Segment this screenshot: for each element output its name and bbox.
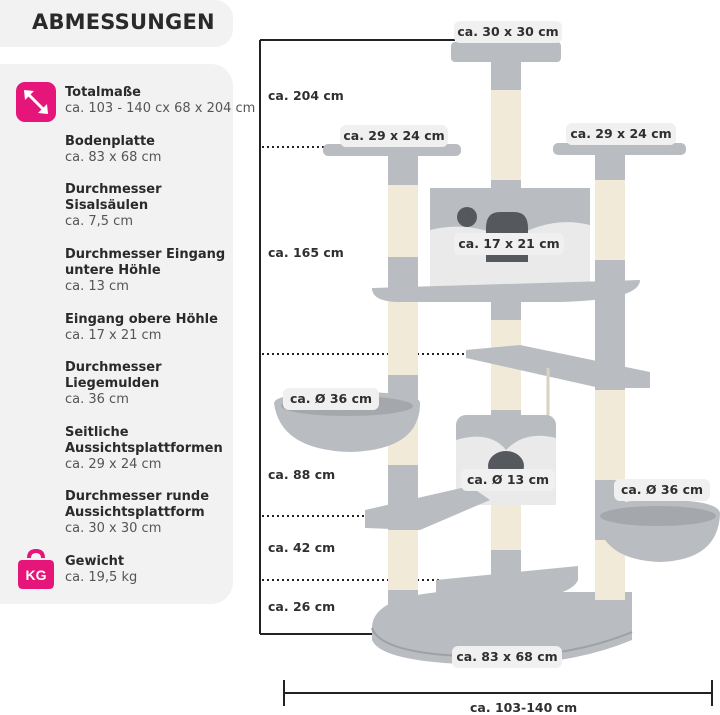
height-dimension-line bbox=[259, 39, 455, 635]
height-label-26: ca. 26 cm bbox=[268, 599, 336, 614]
height-label-165: ca. 165 cm bbox=[268, 245, 344, 260]
lower-cave-label: ca. Ø 13 cm bbox=[461, 469, 555, 491]
height-label-42: ca. 42 cm bbox=[268, 540, 336, 555]
kettlebell-kg-icon: KG bbox=[16, 548, 56, 589]
height-guides bbox=[262, 146, 470, 581]
height-label-88: ca. 88 cm bbox=[268, 467, 336, 482]
base-label: ca. 83 x 68 cm bbox=[452, 646, 562, 668]
left-side-platform-label: ca. 29 x 24 cm bbox=[340, 125, 448, 147]
sisal-posts bbox=[388, 60, 625, 630]
diagonal-arrow-icon bbox=[16, 82, 56, 122]
left-hammock-label: ca. Ø 36 cm bbox=[283, 388, 379, 410]
specs-panel bbox=[0, 64, 233, 604]
height-label-total: ca. 204 cm bbox=[268, 88, 344, 103]
width-label: ca. 103-140 cm bbox=[470, 700, 578, 715]
upper-cave-label: ca. 17 x 21 cm bbox=[454, 233, 564, 255]
right-side-platform-label: ca. 29 x 24 cm bbox=[566, 123, 676, 145]
svg-text:KG: KG bbox=[26, 567, 47, 583]
heading-tab: ABMESSUNGEN bbox=[0, 0, 233, 47]
top-platform-label: ca. 30 x 30 cm bbox=[454, 21, 562, 43]
page-title: ABMESSUNGEN bbox=[32, 10, 215, 34]
width-dimension-line bbox=[283, 680, 713, 706]
right-hammock-label: ca. Ø 36 cm bbox=[614, 479, 710, 501]
